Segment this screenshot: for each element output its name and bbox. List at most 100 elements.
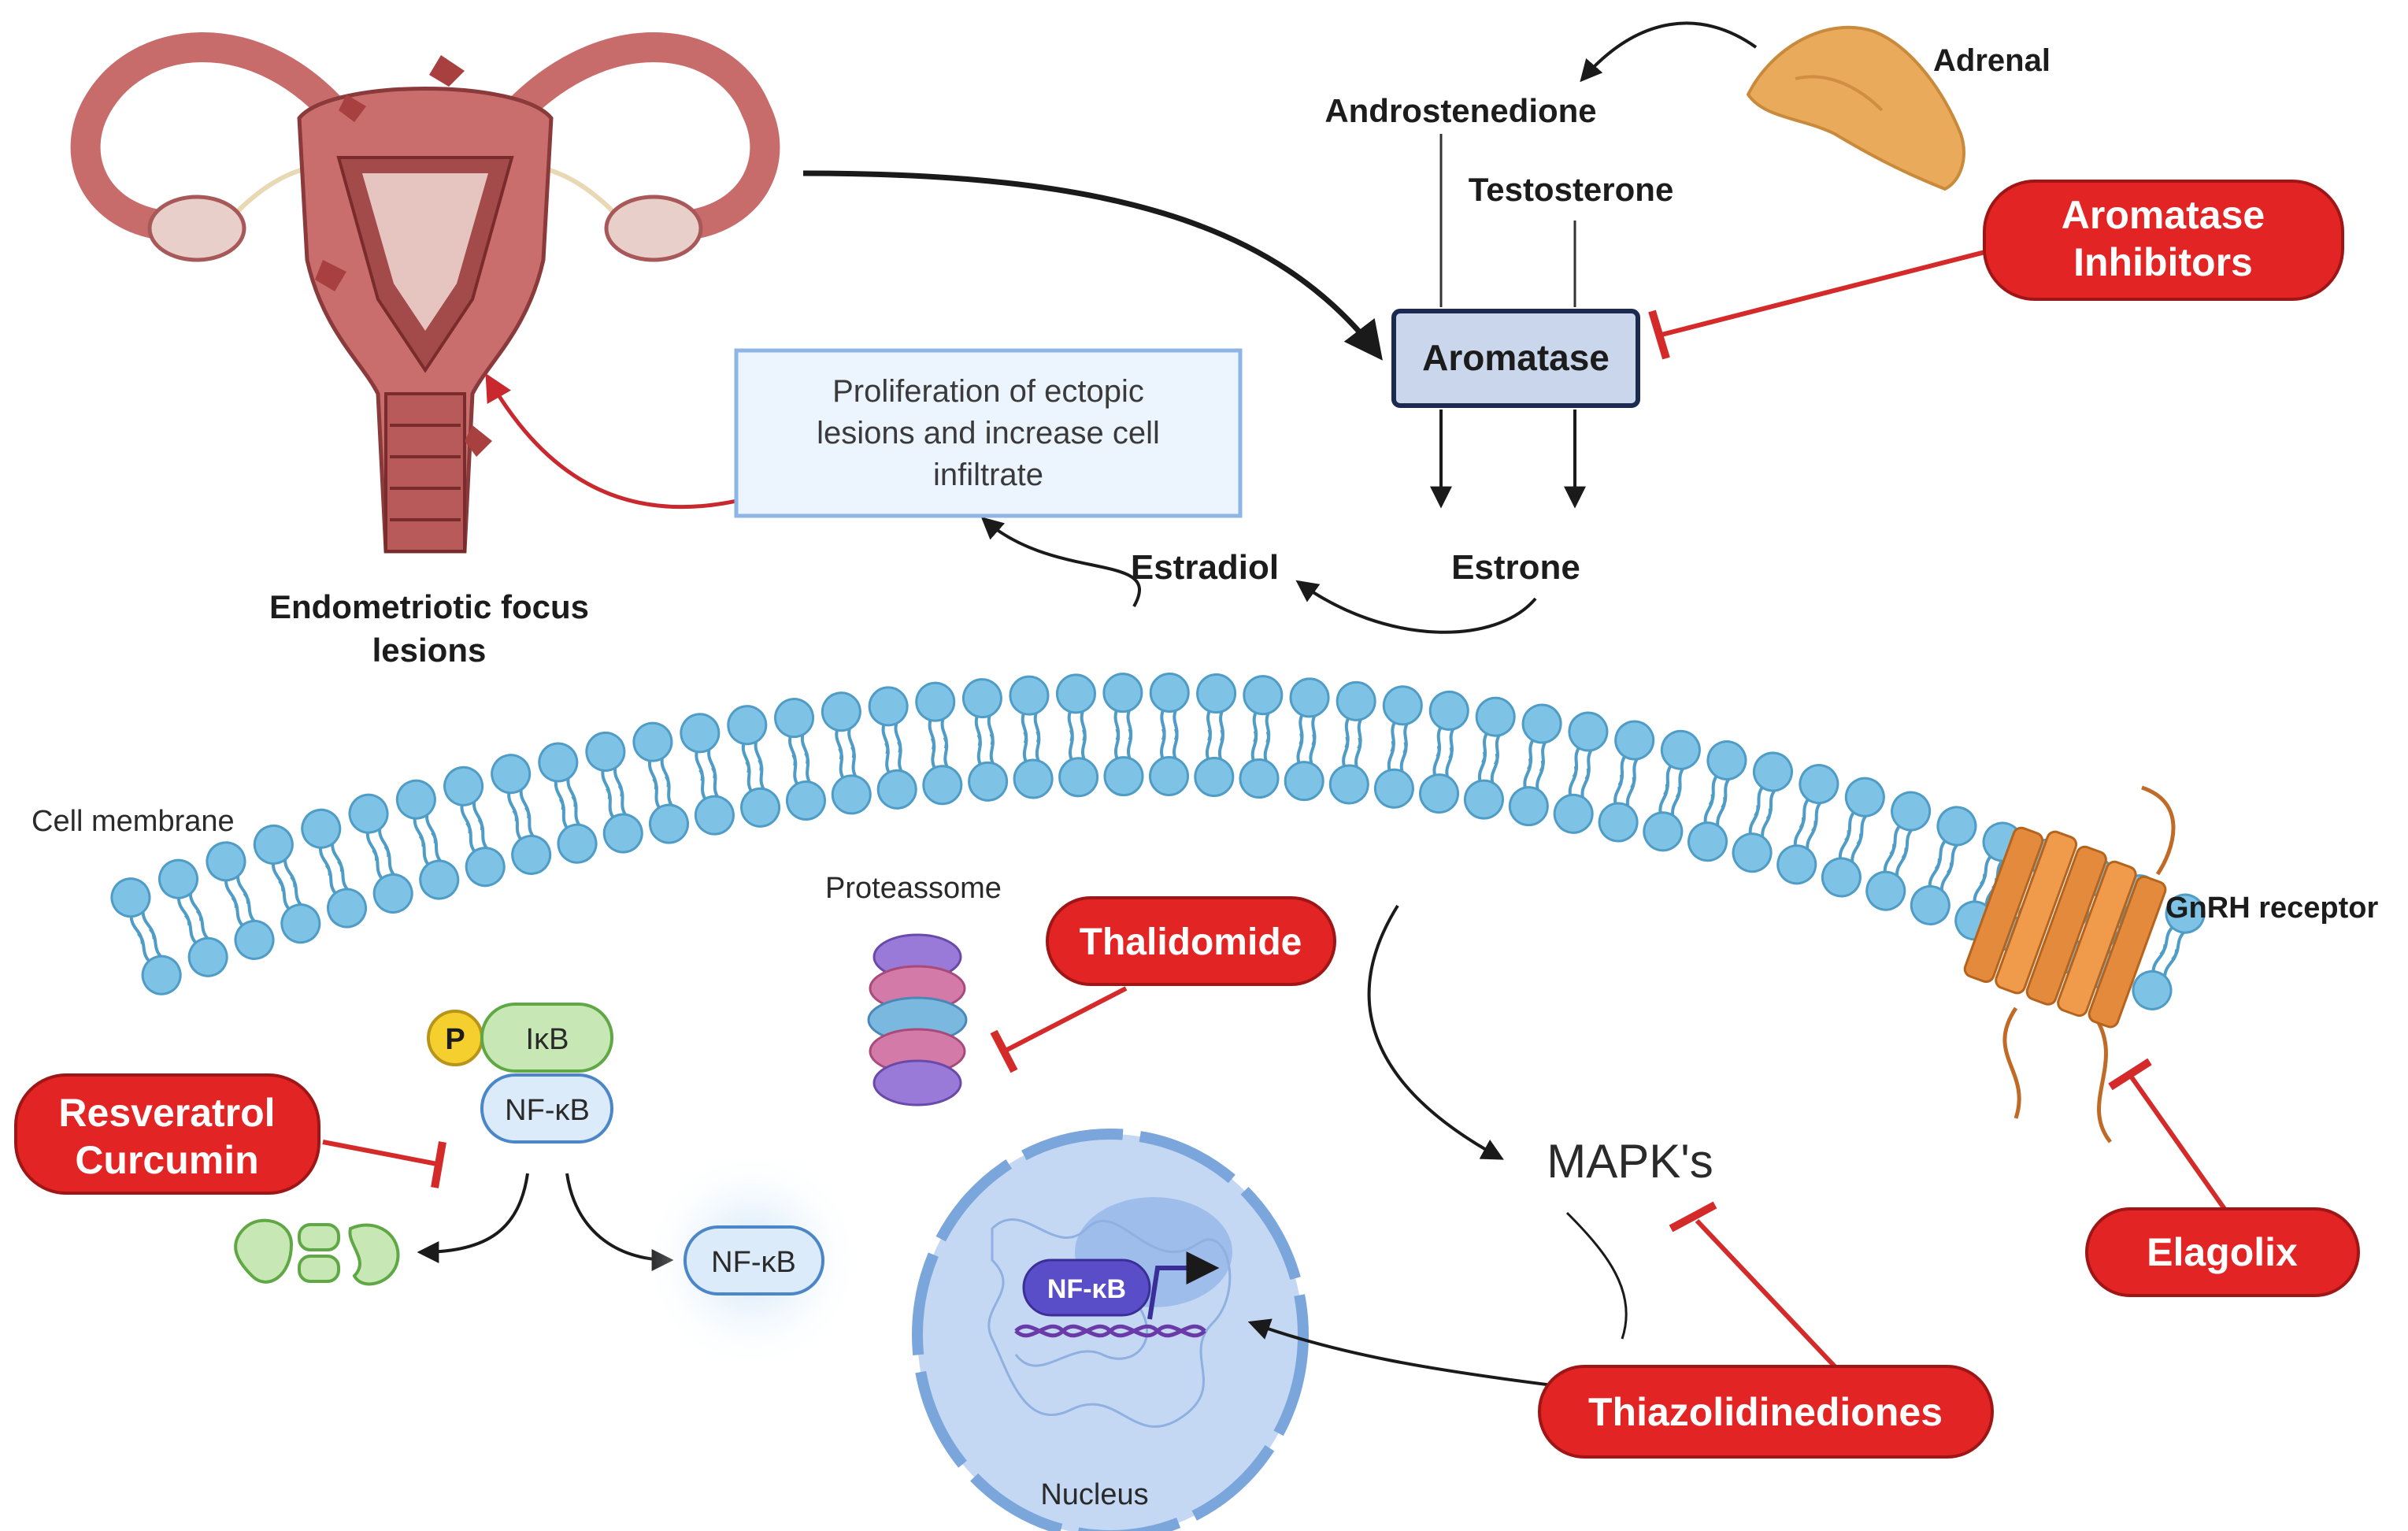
inhibit-line-resveratrol xyxy=(322,1140,438,1166)
degraded-ikb-fragments-icon xyxy=(234,1218,400,1286)
phospholipid xyxy=(1821,777,1885,898)
lesion-spot xyxy=(465,425,492,457)
phospholipid xyxy=(443,766,506,888)
phospholipid xyxy=(348,793,413,914)
drug-resveratrol-curcumin[interactable]: Resveratrol Curcumin xyxy=(14,1073,320,1195)
drug-thalidomide[interactable]: Thalidomide xyxy=(1046,896,1336,986)
arrow-estrone-to-estradiol xyxy=(1295,580,1537,634)
ovary-left xyxy=(147,195,246,262)
phospholipid xyxy=(538,742,598,864)
gnrh-receptor xyxy=(1963,785,2176,1144)
phospholipid xyxy=(158,858,228,977)
phospholipid xyxy=(868,686,917,810)
inhibit-bar-elagolix xyxy=(2108,1058,2152,1091)
estrone-label: Estrone xyxy=(1451,548,1580,587)
phospholipid xyxy=(961,678,1009,802)
drug-aromatase-inhibitors[interactable]: Aromatase Inhibitors xyxy=(1983,180,2344,301)
phospholipid xyxy=(1463,696,1516,820)
phospholipid xyxy=(1239,675,1284,799)
adrenal-gland xyxy=(1746,25,1965,191)
proliferation-text-line3: infiltrate xyxy=(933,458,1043,492)
inhibit-line-thalidomide xyxy=(1002,986,1128,1054)
phospholipid xyxy=(253,824,321,944)
uterus-illustration xyxy=(70,32,780,554)
nfkb-complex-label: NF-κB xyxy=(505,1094,590,1127)
proliferation-text-line2: lesions and increase cell xyxy=(817,416,1160,450)
androstenedione-label: Androstenedione xyxy=(1324,92,1596,129)
dna-helix-icon xyxy=(1014,1324,1206,1338)
cell-membrane xyxy=(110,673,2206,1010)
drug-thalidomide-label: Thalidomide xyxy=(1080,921,1302,963)
phospholipid xyxy=(1598,720,1655,843)
drug-elagolix-label: Elagolix xyxy=(2147,1230,2298,1274)
drug-thiazolidinediones[interactable]: Thiazolidinediones xyxy=(1538,1365,1994,1459)
arrow-adrenal-to-androstenedione xyxy=(1580,21,1758,83)
lesions-label-line1: Endometriotic focus xyxy=(269,588,589,625)
aromatase-box xyxy=(1391,309,1640,408)
nfkb-nucleus-label: NF-κB xyxy=(1047,1274,1126,1304)
phospholipid xyxy=(301,808,368,929)
phospholipid xyxy=(1149,673,1190,796)
proliferation-box xyxy=(734,348,1243,518)
phospholipid xyxy=(1508,703,1562,827)
ikb-box xyxy=(480,1003,613,1073)
lesion-spot xyxy=(315,260,346,291)
inhibit-bar-resveratrol xyxy=(431,1141,446,1188)
phospholipid xyxy=(1687,740,1747,862)
drug-elagolix[interactable]: Elagolix xyxy=(2085,1207,2360,1297)
transcription-arrow-icon xyxy=(1147,1251,1220,1320)
phospholipid xyxy=(1009,675,1054,799)
inhibit-line-aromatase xyxy=(1661,242,2017,337)
drug-aromatase-inhibitors-line1: Aromatase xyxy=(2062,193,2265,237)
phospholipid xyxy=(395,779,460,900)
phospholipid xyxy=(1284,677,1330,802)
lesions-label-line2: lesions xyxy=(372,632,487,669)
phospholipid xyxy=(110,877,182,995)
ikb-label: IκB xyxy=(526,1023,569,1056)
nfkb-free-box xyxy=(684,1225,824,1296)
phosphate-label: P xyxy=(445,1023,465,1056)
nfkb-nucleus-box xyxy=(1022,1259,1151,1317)
phospholipid xyxy=(1865,791,1932,911)
inhibit-bar-thalidomide xyxy=(990,1029,1018,1073)
phospholipid xyxy=(1732,751,1793,873)
lesion-spot xyxy=(339,95,366,122)
phospholipid xyxy=(1102,673,1144,797)
phospholipid xyxy=(1910,806,1977,925)
arrow-estradiol-to-proliferation xyxy=(980,517,1141,607)
phospholipid xyxy=(1776,764,1839,885)
estradiol-label: Estradiol xyxy=(1131,548,1279,587)
inhibit-bar-thiazolidinediones xyxy=(1669,1201,1717,1233)
inhibit-bar-aromatase xyxy=(1648,310,1670,360)
phospholipid xyxy=(2132,893,2206,1010)
lesion-spot xyxy=(429,55,465,87)
nfkb-complex-box xyxy=(480,1073,613,1144)
line-mapks-down xyxy=(1565,1211,1628,1340)
arrow-to-nucleus-dna xyxy=(1247,1318,1560,1388)
aromatase-label: Aromatase xyxy=(1422,337,1610,378)
arrow-membrane-to-mapks xyxy=(1367,904,1504,1160)
phospholipid xyxy=(1553,711,1609,834)
phospholipid xyxy=(1373,685,1423,809)
inhibit-line-elagolix xyxy=(2128,1073,2227,1210)
drug-curcumin-label: Curcumin xyxy=(75,1138,258,1182)
phospholipid xyxy=(632,721,690,844)
phospholipid xyxy=(1194,673,1237,797)
phospholipid xyxy=(680,713,735,836)
phospholipid xyxy=(585,731,643,854)
phospholipid xyxy=(1055,673,1099,798)
phospholipid xyxy=(1643,729,1701,852)
nucleus-label: Nucleus xyxy=(1040,1478,1148,1511)
proteassome-icon xyxy=(867,933,968,1107)
mapks-label: MAPK's xyxy=(1547,1135,1713,1188)
phospholipid xyxy=(727,705,781,828)
testosterone-label: Testosterone xyxy=(1469,171,1674,208)
drug-resveratrol-label: Resveratrol xyxy=(58,1091,275,1135)
inhibit-line-thiazolidinediones xyxy=(1695,1218,1837,1369)
proteassome-label: Proteassome xyxy=(825,872,1002,905)
proliferation-text-line1: Proliferation of ectopic xyxy=(832,374,1144,409)
phospholipid xyxy=(1328,680,1376,805)
adrenal-label: Adrenal xyxy=(1933,43,2051,78)
drug-thiazolidinediones-label: Thiazolidinediones xyxy=(1588,1390,1943,1434)
